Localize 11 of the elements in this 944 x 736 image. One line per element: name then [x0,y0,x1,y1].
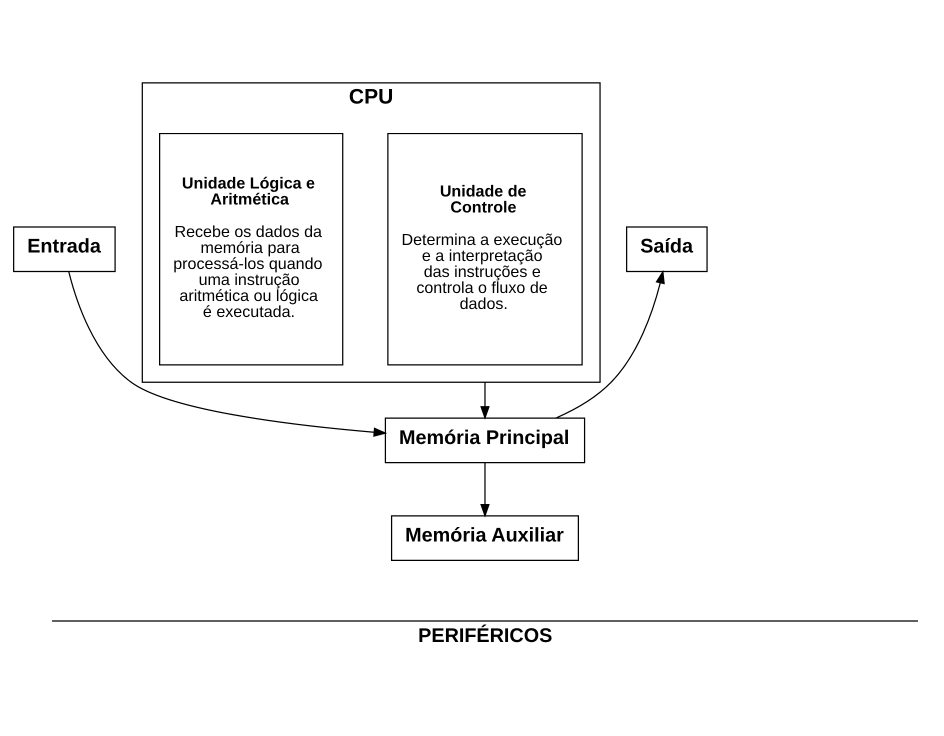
node-box: Saída [626,226,708,272]
label: PERIFÉRICOS [418,624,552,647]
node-box: Memória Auxiliar [390,515,579,561]
node-box: Memória Principal [384,417,586,464]
arrow [480,382,490,420]
arrow [480,462,490,518]
arrow [556,270,665,419]
node-box: Entrada [13,226,116,272]
arrow [68,272,388,437]
node-box: Unidade de Controle Determina a execução e a interpretação das instruções e controla o fluxo de dados. [387,132,583,366]
node-box: Unidade Lógica e Aritmética Recebe os dados da memória para processá-los quando uma instrução aritmética ou lógica é executada. [159,132,344,366]
